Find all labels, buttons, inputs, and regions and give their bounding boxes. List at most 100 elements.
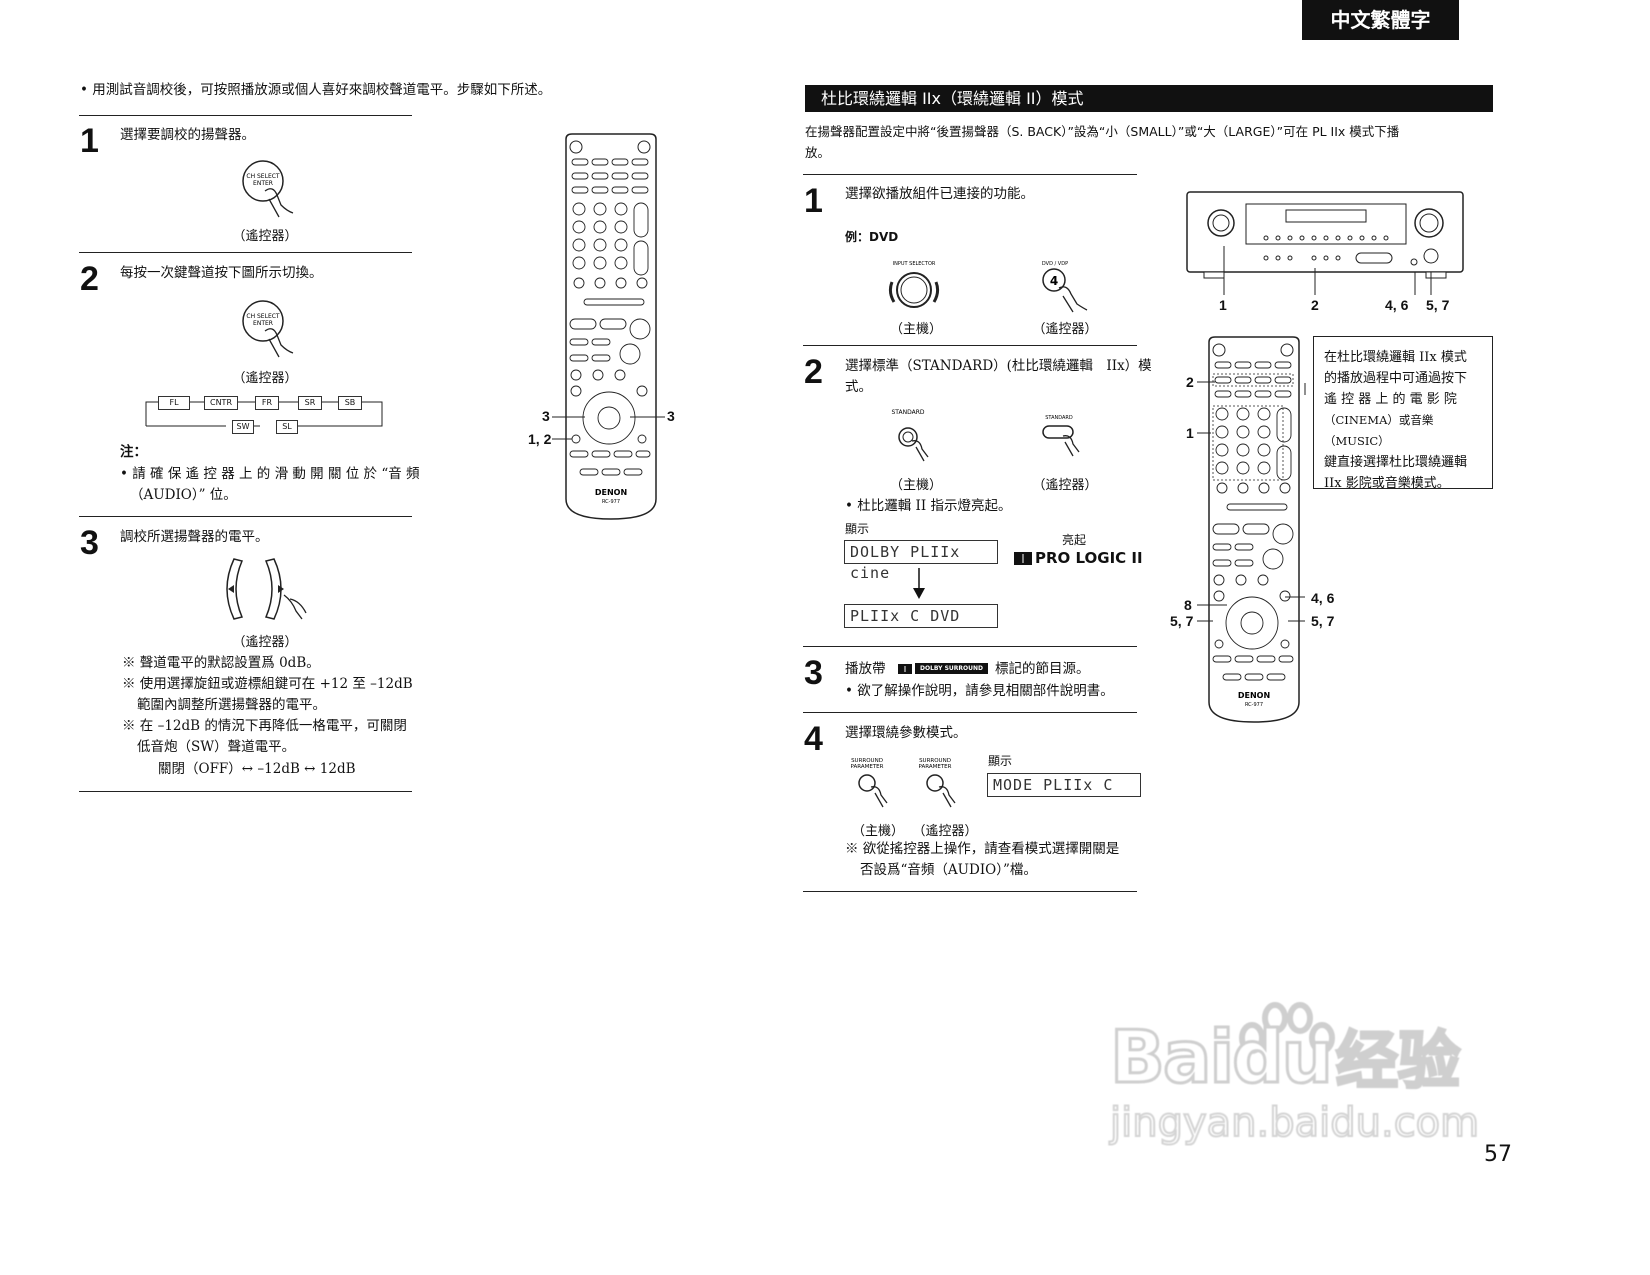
note-line: 低音炮（SW）聲道電平。 — [137, 739, 296, 755]
divider — [803, 174, 1137, 175]
callout-label: 5, 7 — [1170, 613, 1194, 629]
caption-remote: （遙控器） — [1032, 478, 1098, 493]
channel-sr: SR — [298, 396, 322, 410]
remote-control-illustration: DENON RC-977 — [565, 133, 657, 520]
caption-remote: （遙控器） — [1032, 322, 1098, 337]
side-note-line: IIx 影院或音樂模式。 — [1324, 476, 1450, 491]
left-intro: • 用測試音調校後，可按照播放源或個人喜好來調校聲道電平。步驟如下所述。 — [80, 82, 552, 98]
lit-label: 亮起 — [1062, 533, 1087, 547]
step-number: 1 — [804, 182, 823, 220]
lcd-display: MODE PLIIx C — [987, 773, 1141, 797]
ch-select-button-illustration: CH SELECT ENTER — [242, 300, 294, 358]
pro-logic-logo: PRO LOGIC II — [1014, 549, 1143, 567]
note-line: • 請 確 保 遙 控 器 上 的 滑 動 開 關 位 於 “音 頻 — [120, 466, 420, 482]
channel-sw: SW — [232, 420, 254, 434]
svg-text:DENON: DENON — [595, 488, 627, 497]
callout-label: 3 — [542, 408, 550, 424]
remote-control-illustration: DENON RC-977 — [1208, 336, 1300, 723]
divider — [79, 791, 412, 792]
bullet-text: • 欲了解操作說明，請參見相關部件說明書。 — [845, 683, 1114, 699]
side-note-line: 遙 控 器 上 的 電 影 院 — [1324, 392, 1457, 407]
step-text: 選擇環繞參數模式。 — [845, 725, 967, 741]
channel-fr: FR — [255, 396, 279, 410]
svg-text:CH SELECT: CH SELECT — [246, 173, 280, 180]
svg-text:CH SELECT: CH SELECT — [246, 313, 280, 320]
dolby-surround-badge: DOLBY SURROUND — [898, 663, 988, 674]
svg-text:4: 4 — [1050, 274, 1058, 288]
receiver-front-panel — [1186, 191, 1464, 279]
down-arrow-icon — [913, 568, 925, 599]
step-number: 2 — [804, 353, 823, 391]
note-line: ※ 欲從搖控器上操作，請查看模式選擇開關是 — [845, 841, 1120, 857]
callout-label: 5, 7 — [1426, 297, 1450, 313]
baidu-watermark: Baidu 经验 — [1109, 1002, 1462, 1101]
svg-text:DVD / VDP: DVD / VDP — [1042, 261, 1068, 267]
step-text: 播放帶 — [845, 661, 886, 677]
side-note-box: 在杜比環繞邏輯 IIx 模式 的播放過程中可通過按下 遙 控 器 上 的 電 影… — [1313, 336, 1493, 491]
remote-callout-lines — [1197, 381, 1306, 622]
surround-parameter-button-main: SURROUND PARAMETER — [851, 758, 888, 808]
divider — [803, 712, 1137, 713]
step-text: 式。 — [845, 379, 872, 395]
channel-sl: SL — [276, 420, 298, 434]
dolby-dd-icon — [1014, 551, 1032, 565]
svg-text:RC-977: RC-977 — [602, 499, 620, 505]
step-text: 標記的節目源。 — [995, 661, 1090, 677]
callout-label: 2 — [1186, 374, 1194, 390]
step-number: 2 — [80, 260, 99, 298]
caption-main: （主機） — [851, 824, 904, 839]
note-line: 否設爲“音頻（AUDIO）”檔。 — [860, 862, 1037, 878]
callout-label: 8 — [1184, 597, 1192, 613]
caption-remote: （遙控器） — [232, 371, 298, 386]
divider — [803, 646, 1137, 647]
step-text: 選擇標準（STANDARD）(杜比環繞邏輯 IIx）模 — [845, 358, 1152, 374]
svg-text:STANDARD: STANDARD — [891, 409, 924, 416]
svg-text:SURROUND: SURROUND — [919, 758, 951, 764]
caption-remote: （遙控器） — [912, 824, 978, 839]
bullet-text: • 杜比邏輯 II 指示燈亮起。 — [845, 498, 1012, 514]
divider — [79, 252, 412, 253]
note-line: （AUDIO）” 位。 — [130, 487, 237, 503]
caption-main: （主機） — [889, 322, 942, 337]
svg-text:RC-977: RC-977 — [1245, 702, 1263, 708]
language-tab: 中文繁體字 — [1302, 0, 1459, 40]
watermark-url: jingyan.baidu.com — [1109, 1099, 1480, 1147]
divider — [803, 345, 1137, 346]
step-number: 3 — [804, 654, 823, 692]
receiver-callout-lines — [1223, 246, 1432, 295]
note-line: ※ 使用選擇旋鈕或遊標組鍵可在 +12 至 –12dB — [122, 676, 413, 692]
input-selector-knob: INPUT SELECTOR — [888, 261, 940, 308]
callout-label: 4, 6 — [1385, 297, 1409, 313]
step-text: 每按一次鍵聲道按下圖所示切換。 — [120, 265, 323, 281]
side-note-line: （CINEMA）或音樂（MUSIC） — [1324, 413, 1434, 448]
note-line: 關閉（OFF）↔ –12dB ↔ 12dB — [158, 761, 356, 777]
side-note-line: 鍵直接選擇杜比環繞邏輯 — [1324, 455, 1468, 470]
channel-cycle-diagram — [145, 401, 383, 427]
note-line: 範圍內調整所選揚聲器的電平。 — [137, 697, 326, 713]
divider — [79, 115, 412, 116]
example-label: 例：DVD — [845, 230, 899, 244]
step-text: 調校所選揚聲器的電平。 — [120, 529, 269, 545]
display-label: 顯示 — [845, 522, 870, 536]
section-intro: 放。 — [805, 145, 831, 160]
step-number: 3 — [80, 524, 99, 562]
input-selector-label: INPUT SELECTOR — [893, 261, 936, 267]
svg-text:DENON: DENON — [1238, 691, 1270, 700]
section-title: 杜比環繞邏輯 IIx（環繞邏輯 II）模式 — [805, 85, 1493, 112]
side-note-line: 的播放過程中可通過按下 — [1324, 371, 1468, 386]
svg-text:ENTER: ENTER — [253, 320, 273, 327]
caption-main: （主機） — [889, 478, 942, 493]
side-note-line: 在杜比環繞邏輯 IIx 模式 — [1324, 350, 1467, 365]
callout-label: 3 — [667, 408, 675, 424]
callout-label: 4, 6 — [1311, 590, 1335, 606]
section-intro: 在揚聲器配置設定中將“後置揚聲器（S. BACK）”設為“小（SMALL）”或“… — [805, 124, 1400, 139]
channel-cntr: CNTR — [204, 396, 238, 410]
standard-button-remote: STANDARD — [1042, 415, 1080, 457]
caption-remote: （遙控器） — [232, 229, 298, 244]
step-number: 4 — [804, 720, 823, 758]
note-title: 注： — [120, 444, 147, 460]
callout-label: 1 — [1219, 297, 1227, 313]
callout-label: 5, 7 — [1311, 613, 1335, 629]
surround-parameter-button-remote: SURROUND PARAMETER — [919, 758, 956, 808]
lcd-display: PLIIx C DVD — [844, 604, 998, 628]
